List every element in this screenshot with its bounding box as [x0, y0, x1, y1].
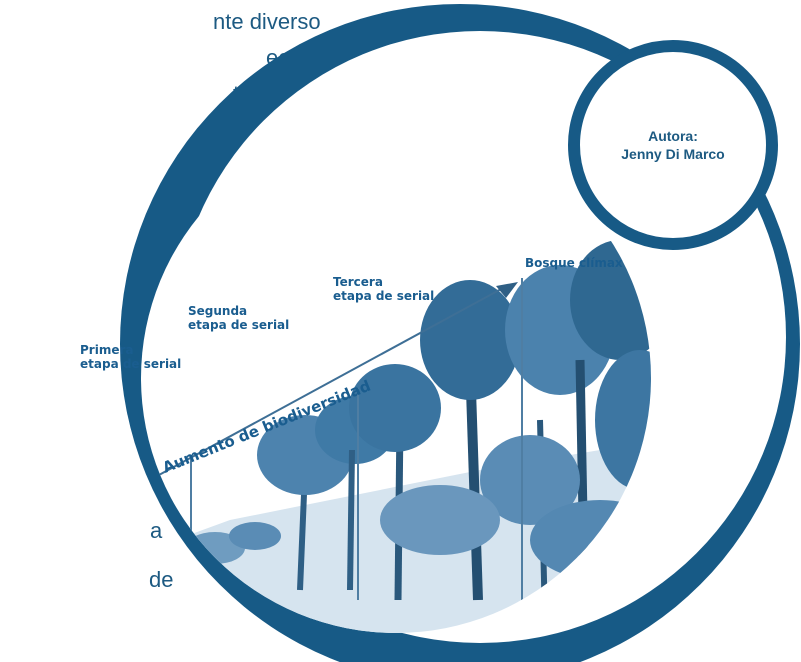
stage-label-3: Tercera etapa de serial	[333, 275, 434, 303]
author-name: Jenny Di Marco	[621, 146, 725, 162]
biodiversity-arrowhead	[496, 282, 518, 298]
tree-crown	[480, 435, 580, 525]
stage-label-1-line1: Primera	[80, 343, 134, 357]
stage-label-2: Segunda etapa de serial	[188, 304, 289, 332]
text-fragment-6: a	[150, 518, 163, 543]
stage-label-3-line2: etapa de serial	[333, 289, 435, 303]
stage-label-4-line1: Bosque clímax	[525, 256, 623, 270]
tree-crown	[595, 350, 651, 490]
biodiversity-arrow-line	[141, 287, 504, 501]
stage-label-1-line2: etapa de serial	[80, 357, 182, 371]
stage-label-2-line2: etapa de serial	[188, 318, 290, 332]
tree-crown	[349, 364, 441, 452]
author-label: Autora:	[648, 128, 698, 144]
tree-trunk	[465, 359, 483, 601]
stage-label-1: Primera etapa de serial	[80, 343, 181, 371]
text-fragment-7: de	[149, 567, 174, 592]
stage-label-2-line1: Segunda	[188, 304, 248, 318]
tree-crown	[420, 280, 520, 400]
stage-label-3-line1: Tercera	[333, 275, 383, 289]
tree-trunk	[347, 449, 355, 591]
understory	[380, 485, 500, 555]
shrub	[229, 522, 281, 550]
stage-label-4: Bosque clímax	[525, 256, 623, 270]
text-fragment-1: nte diverso	[213, 9, 321, 34]
author-badge: Autora: Jenny Di Marco	[568, 40, 778, 250]
